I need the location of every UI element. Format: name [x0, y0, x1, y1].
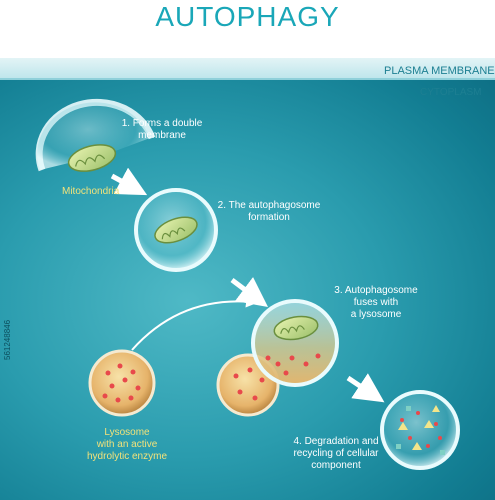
step1-label-line2: membrane [138, 130, 186, 141]
step4-label-line1: 4. Degradation and [293, 436, 379, 447]
lysosome-label-line3: hydrolytic enzyme [86, 451, 168, 462]
lysosome-label-line2: with an active [96, 439, 158, 450]
autolysosome [380, 390, 460, 470]
diagram-title: AUTOPHAGY [155, 1, 340, 32]
lysosome [88, 349, 156, 417]
plasma-membrane-band [0, 58, 495, 80]
step3-label: 3. Autophagosome fuses with a lysosome [328, 285, 424, 321]
step2-label: 2. The autophagosome formation [214, 200, 324, 224]
step2-label-line1: 2. The autophagosome [217, 200, 321, 211]
arrow-lysosome-to-fusion [131, 295, 258, 351]
mitochondria-label: Mitochondria [62, 186, 120, 197]
plasma-membrane-label: PLASMA MEMBRANE [384, 65, 495, 77]
step3-label-line2: fuses with [353, 297, 399, 308]
stock-watermark-id: 561248846 [3, 319, 12, 360]
lysosome-label-line1: Lysosome [104, 427, 150, 438]
step3-label-line3: a lysosome [350, 309, 402, 320]
phagophore [35, 98, 156, 172]
autophagosome [134, 188, 218, 272]
cytoplasm-label: CYTOPLASM [420, 87, 482, 98]
step4-label-line2: recycling of cellular [293, 448, 379, 459]
step1-label: 1. Forms a double membrane [112, 118, 212, 142]
lysosome-label: Lysosome with an active hydrolytic enzym… [72, 427, 182, 463]
step1-label-line1: 1. Forms a double [121, 118, 203, 129]
fusing-vesicles [216, 299, 339, 417]
step2-label-line2: formation [248, 212, 290, 223]
step3-label-line1: 3. Autophagosome [334, 285, 418, 296]
arrow-step1-to-step2 [110, 167, 148, 196]
arrow-step3-to-step4 [346, 373, 385, 403]
step4-label-line3: component [311, 460, 361, 471]
autophagy-illustration [35, 98, 460, 470]
arrow-step2-to-step3 [230, 277, 268, 307]
step4-label: 4. Degradation and recycling of cellular… [276, 436, 396, 472]
